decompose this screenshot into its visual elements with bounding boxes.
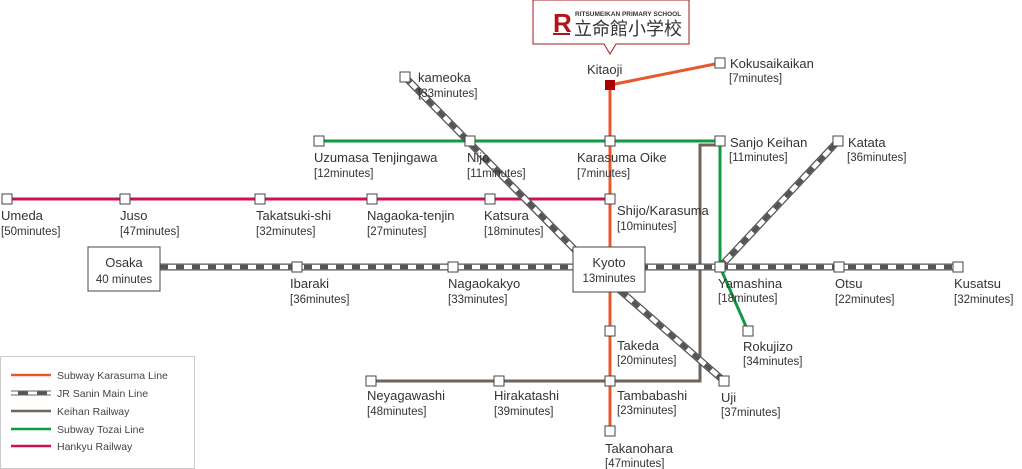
time-hirakatashi: [39minutes] [494,406,553,418]
label-takatsuki: Takatsuki-shi [256,208,331,223]
label-rokujizo: Rokujizo [743,339,793,354]
school-name-jp: 立命館小学校 [574,19,682,39]
label-shijo: Shijo/Karasuma [617,203,710,218]
station-takeda[interactable] [604,325,616,337]
time-yamashina: [18minutes] [718,293,777,305]
station-katsura[interactable] [484,193,496,205]
station-juso[interactable] [119,193,131,205]
time-neyagawashi: [48minutes] [367,406,426,418]
label-takeda: Takeda [617,338,660,353]
station-nagaoka-tenjin[interactable] [366,193,378,205]
station-markers [1,57,964,437]
time-uzumasa: [12minutes] [314,168,373,180]
label-uzumasa: Uzumasa Tenjingawa [314,150,438,165]
station-nagaokakyo[interactable] [447,261,459,273]
label-neyagawashi: Neyagawashi [367,388,445,403]
label-hirakatashi: Hirakatashi [494,388,559,403]
station-uji[interactable] [718,375,730,387]
label-sanjo-keihan: Sanjo Keihan [730,135,807,150]
label-nagaokakyo: Nagaokakyo [448,276,520,291]
time-shijo: [10minutes] [617,221,676,233]
label-umeda: Umeda [1,208,44,223]
label-juso: Juso [120,208,147,223]
label-katsura: Katsura [484,208,530,223]
legend-label-tozai: Subway Tozai Line [57,424,145,436]
school-name-en: RITSUMEIKAN PRIMARY SCHOOL [575,11,681,18]
label-kitaoji: Kitaoji [587,62,623,77]
station-kokusaikaikan[interactable] [714,57,726,69]
time-nagaoka-tenjin: [27minutes] [367,226,426,238]
time-ibaraki: [36minutes] [290,294,349,306]
station-kyoto-box[interactable] [572,246,646,293]
station-otsu[interactable] [833,261,845,273]
time-katsura: [18minutes] [484,226,543,238]
label-kusatsu: Kusatsu [954,276,1001,291]
station-nijo[interactable] [464,135,476,147]
ritsumeikan-logo-icon: R [553,8,572,38]
time-osaka: 40 minutes [96,274,153,286]
station-hirakatashi[interactable] [493,375,505,387]
label-yamashina: Yamashina [718,276,783,291]
label-tambabashi: Tambabashi [617,388,687,403]
tozai-line [319,139,750,332]
station-neyagawashi[interactable] [365,375,377,387]
station-katata[interactable] [832,135,844,147]
label-nijo: Nijo [467,150,489,165]
time-katata: [36minutes] [847,152,906,164]
label-karasuma-oike: Karasuma Oike [577,150,667,165]
label-kyoto: Kyoto [592,255,625,270]
legend-label-keihan: Keihan Railway [57,406,130,418]
label-otsu: Otsu [835,276,862,291]
time-nagaokakyo: [33minutes] [448,294,507,306]
label-kokusaikaikan: Kokusaikaikan [730,56,814,71]
station-tambabashi[interactable] [604,375,616,387]
station-kusatsu[interactable] [952,261,964,273]
label-uji: Uji [721,390,736,405]
time-juso: [47minutes] [120,226,179,238]
time-takanohara: [47minutes] [605,458,664,469]
time-otsu: [22minutes] [835,294,894,306]
station-ibaraki[interactable] [291,261,303,273]
station-kitaoji-marker[interactable] [605,80,615,90]
station-rokujizo[interactable] [742,325,754,337]
station-sanjo-keihan[interactable] [714,135,726,147]
svg-text:R: R [553,8,572,38]
time-tambabashi: [23minutes] [617,405,676,417]
station-umeda[interactable] [1,193,13,205]
time-uji: [37minutes] [721,407,780,419]
label-katata: Katata [848,135,886,150]
station-uzumasa[interactable] [313,135,325,147]
station-shijo[interactable] [604,193,616,205]
karasuma-branch [609,61,721,87]
legend-label-hankyu: Hankyu Railway [57,441,133,453]
time-karasuma-oike: [7minutes] [577,168,630,180]
label-osaka: Osaka [105,255,143,270]
station-karasuma-oike[interactable] [604,135,616,147]
label-nagaoka-tenjin: Nagaoka-tenjin [367,208,454,223]
label-kameoka: kameoka [418,70,472,85]
legend-label-karasuma: Subway Karasuma Line [57,370,168,382]
station-kameoka[interactable] [399,71,411,83]
time-sanjo-keihan: [11minutes] [729,152,788,164]
label-ibaraki: Ibaraki [290,276,329,291]
station-takanohara[interactable] [604,425,616,437]
station-takatsuki[interactable] [254,193,266,205]
time-kokusaikaikan: [7minutes] [729,73,782,85]
legend: Subway Karasuma Line JR Sanin Main Line … [0,356,195,469]
keihan-line [371,143,720,383]
label-takanohara: Takanohara [605,441,674,456]
time-takatsuki: [32minutes] [256,226,315,238]
station-osaka-box[interactable] [87,246,161,292]
station-yamashina[interactable] [714,261,726,273]
school-logo-callout[interactable]: R RITSUMEIKAN PRIMARY SCHOOL 立命館小学校 [532,0,690,55]
time-takeda: [20minutes] [617,355,676,367]
time-nijo: [11minutes] [467,168,526,180]
time-umeda: [50minutes] [1,226,60,238]
legend-label-jr: JR Sanin Main Line [57,388,148,400]
time-kusatsu: [32minutes] [954,294,1013,306]
time-rokujizo: [34minutes] [743,356,802,368]
time-kameoka: [33minutes] [418,88,477,100]
station-labels: Kitaoji Kokusaikaikan [7minutes] kameoka… [1,56,1013,469]
time-kyoto: 13minutes [582,273,635,285]
